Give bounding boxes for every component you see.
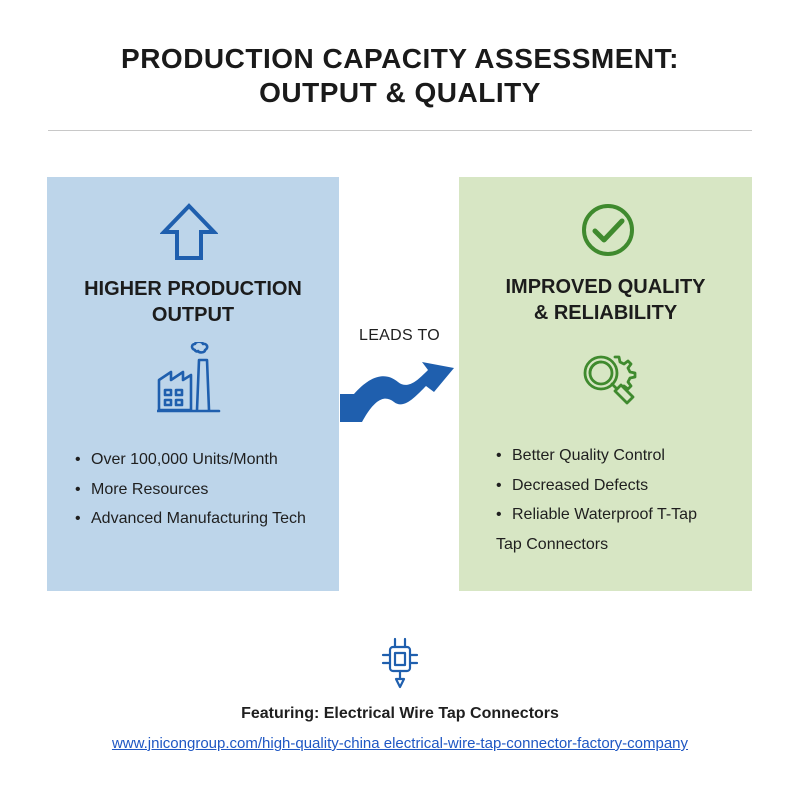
list-item: Reliable Waterproof T-Tap (496, 500, 697, 530)
title-line-2: OUTPUT & QUALITY (259, 77, 541, 108)
page-title: PRODUCTION CAPACITY ASSESSMENT: OUTPUT &… (0, 42, 800, 110)
production-output-panel: HIGHER PRODUCTION OUTPUT Over 100,000 Un… (47, 177, 339, 591)
featuring-caption: Featuring: Electrical Wire Tap Connector… (241, 705, 559, 722)
list-item: More Resources (75, 475, 306, 505)
list-item: Better Quality Control (496, 441, 697, 471)
wire-connector-icon (381, 637, 419, 689)
right-panel-heading: IMPROVED QUALITY & RELIABILITY (459, 274, 752, 326)
left-heading-line-1: HIGHER PRODUCTION (84, 278, 302, 300)
right-bullet-list: Better Quality Control Decreased Defects… (496, 441, 697, 559)
left-bullet-list: Over 100,000 Units/Month More Resources … (75, 445, 306, 534)
right-heading-line-2: & RELIABILITY (533, 302, 678, 324)
list-item: Over 100,000 Units/Month (75, 445, 306, 475)
wavy-arrow-right-icon (340, 362, 454, 422)
left-heading-line-2: OUTPUT (151, 304, 235, 326)
leads-to-label: LEADS TO (359, 327, 440, 344)
arrow-up-outline-icon (160, 203, 218, 260)
list-item: Decreased Defects (496, 471, 697, 501)
check-circle-icon (582, 204, 634, 256)
source-link[interactable]: www.jnicongroup.com/high-quality-china e… (111, 735, 689, 752)
list-item: Advanced Manufacturing Tech (75, 504, 306, 534)
right-heading-line-1: IMPROVED QUALITY (505, 276, 706, 298)
list-item: Tap Connectors (496, 530, 697, 560)
title-line-1: PRODUCTION CAPACITY ASSESSMENT: (121, 43, 679, 74)
bullet-continuation: Tap Connectors (496, 535, 609, 553)
factory-icon (157, 342, 221, 413)
left-panel-heading: HIGHER PRODUCTION OUTPUT (47, 276, 339, 328)
quality-reliability-panel: IMPROVED QUALITY & RELIABILITY Better Qu… (459, 177, 752, 591)
magnifier-gear-icon (583, 355, 637, 405)
title-divider (48, 130, 752, 131)
